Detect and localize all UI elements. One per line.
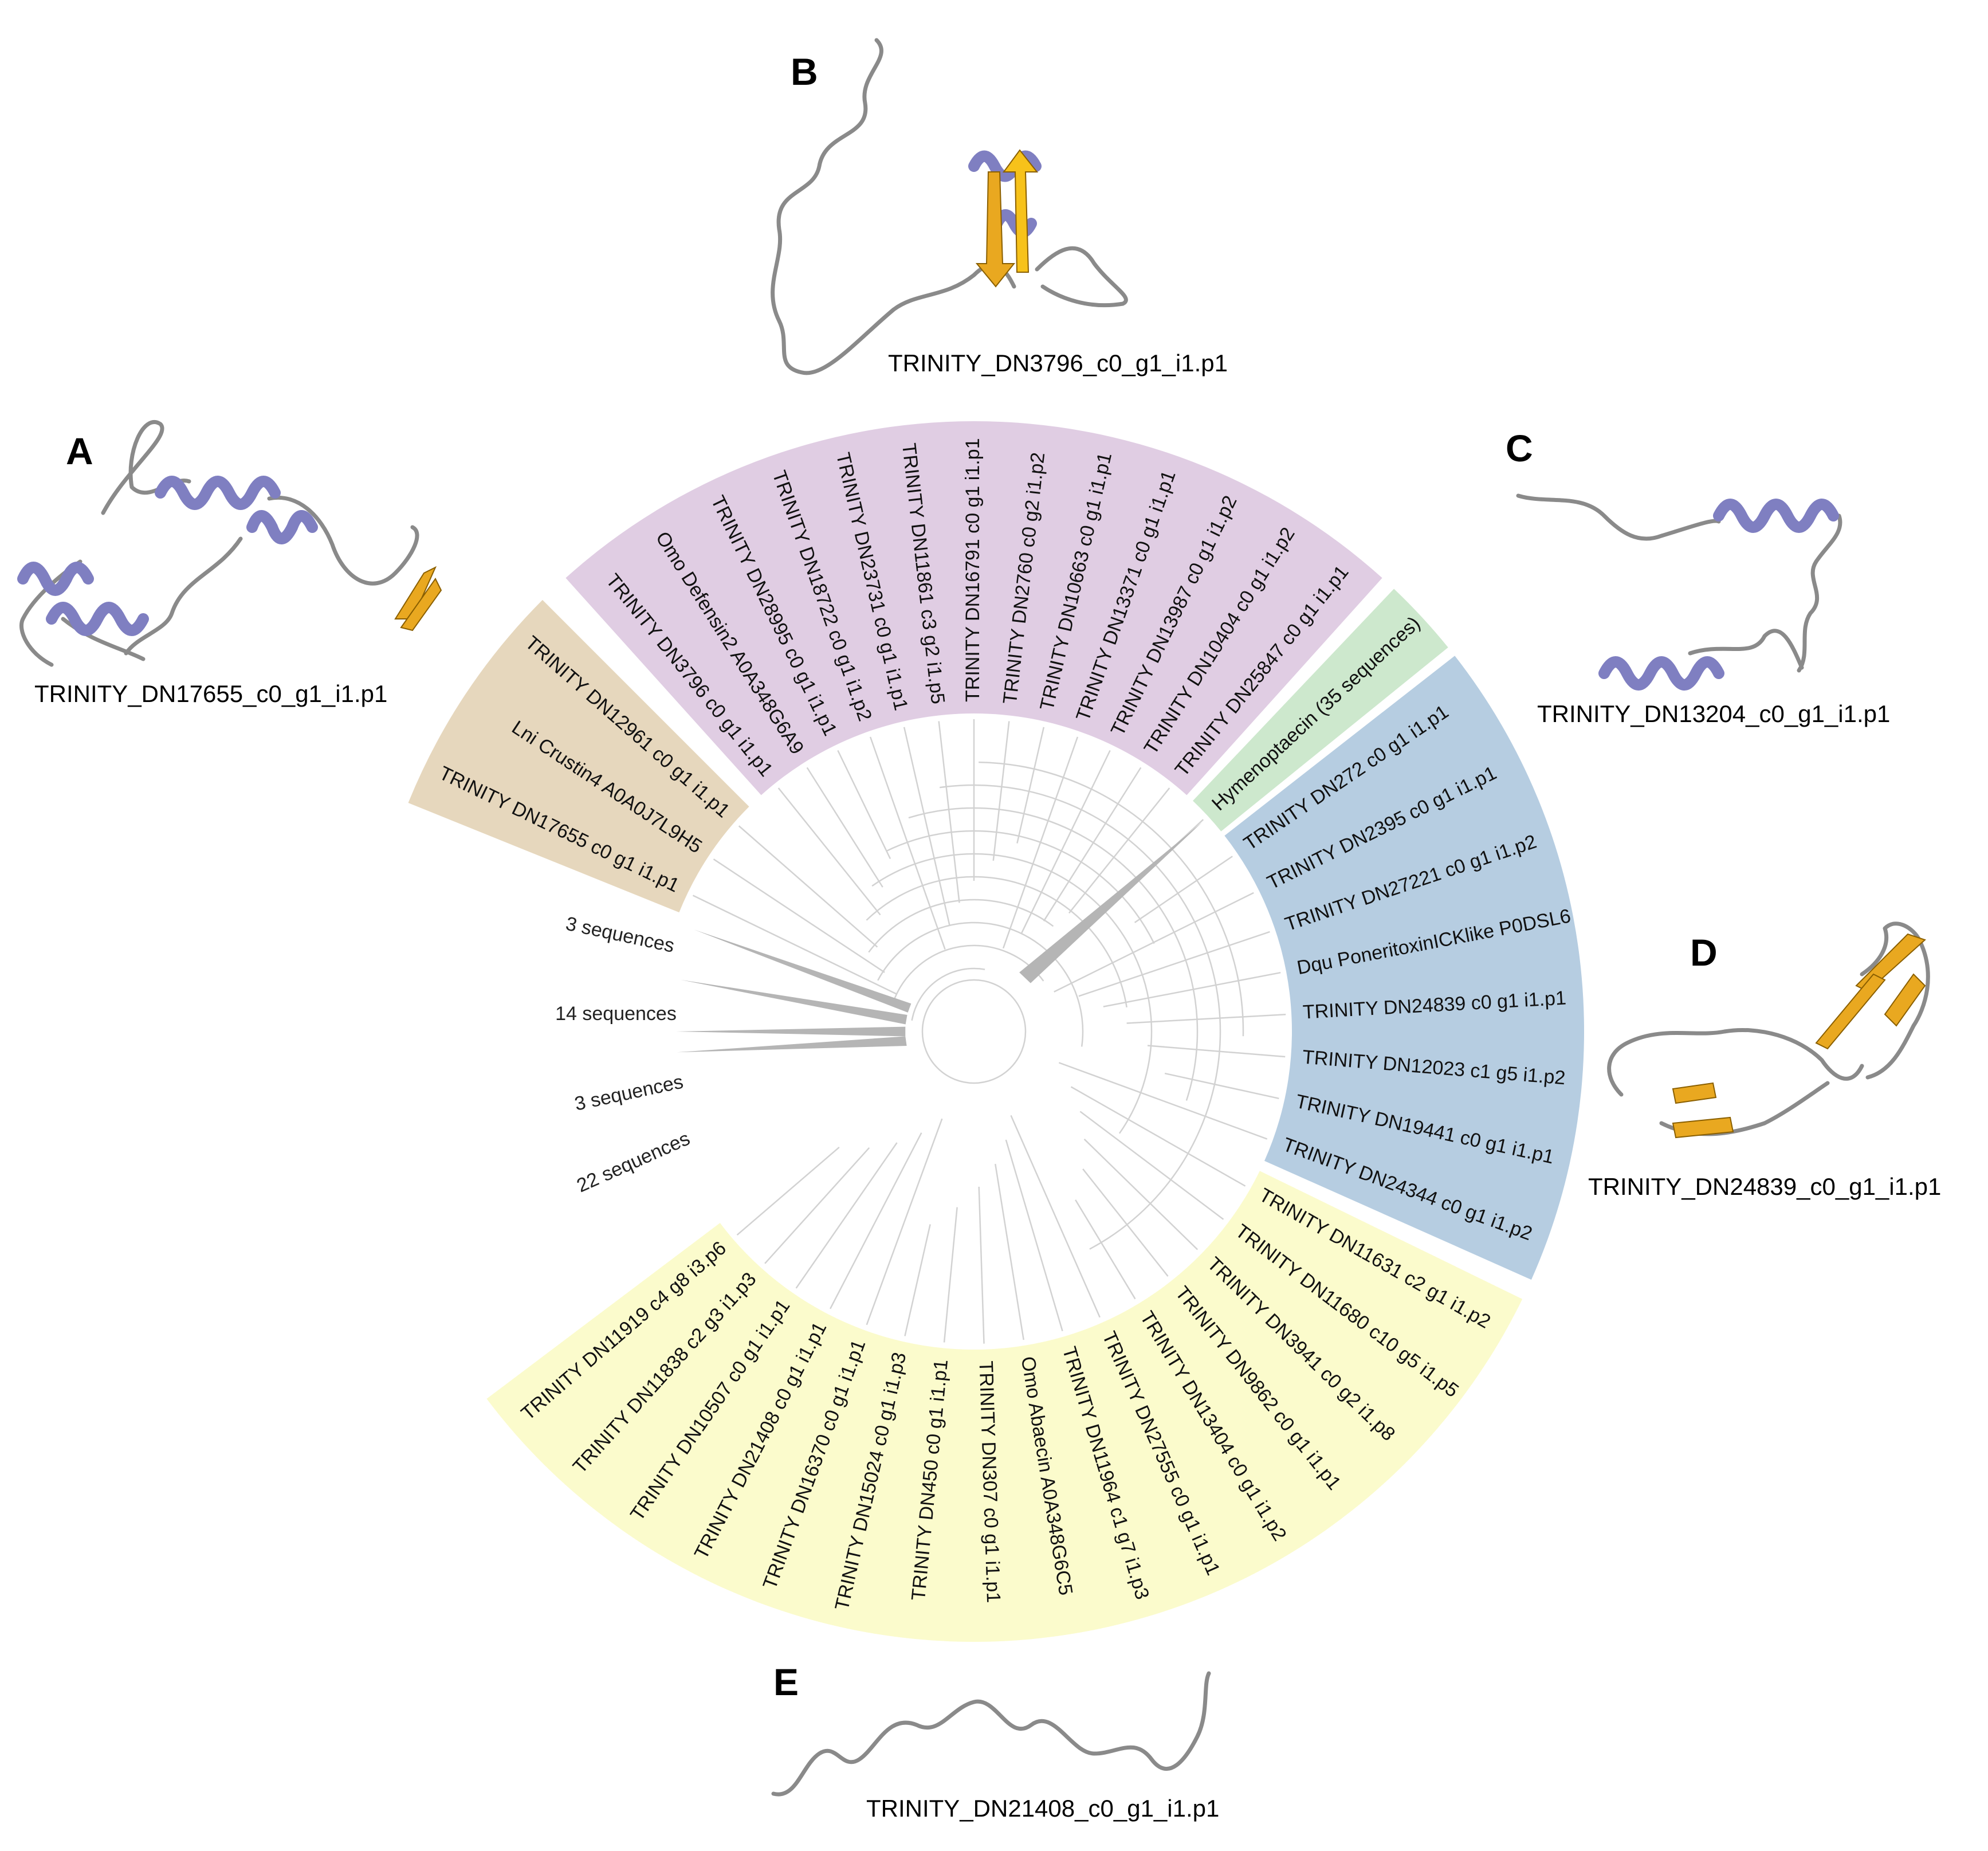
caption-b: TRINITY_DN3796_c0_g1_i1.p1 xyxy=(888,350,1228,377)
tree-branch xyxy=(871,853,1153,1134)
collapsed-clade-label: 14 sequences xyxy=(555,1003,677,1025)
tree-branch xyxy=(736,1147,840,1236)
tree-branches xyxy=(692,719,1286,1344)
clade-sector-purple xyxy=(565,421,1382,795)
tree-branch xyxy=(713,858,885,973)
tree-branch xyxy=(1075,1199,1136,1300)
clade-sector-tan xyxy=(408,599,749,913)
tree-branch xyxy=(904,1224,931,1336)
tree-branch xyxy=(1126,1014,1286,1024)
caption-a: TRINITY_DN17655_c0_g1_i1.p1 xyxy=(34,680,387,707)
tree-branch xyxy=(1005,1139,1063,1331)
panel-letter-c: C xyxy=(1506,427,1533,469)
tree-branch xyxy=(1021,750,1111,934)
leaf-label: TRINITY DN16791 c0 g1 i1.p1 xyxy=(962,438,984,703)
tree-branch xyxy=(1083,1138,1199,1250)
tree-branch xyxy=(830,1132,922,1309)
tree-branch xyxy=(903,727,950,927)
collapsed-clade-label: 22 sequences xyxy=(573,1128,693,1197)
tree-branch xyxy=(1082,1168,1169,1277)
panel-letter-d: D xyxy=(1690,931,1718,974)
tree-branch xyxy=(806,767,883,888)
collapsed-clade-label: 3 sequences xyxy=(572,1071,685,1115)
caption-c: TRINITY_DN13204_c0_g1_i1.p1 xyxy=(1537,700,1890,727)
tree-root xyxy=(921,979,1027,1084)
tree-branch xyxy=(938,721,960,903)
tree-branch xyxy=(1010,1115,1101,1318)
tree-branch xyxy=(868,899,1054,953)
tree-branch xyxy=(911,967,985,1021)
panel-letter-b: B xyxy=(791,50,818,93)
panel-letter-e: E xyxy=(773,1661,799,1703)
collapsed-clade-wedge xyxy=(677,1036,907,1053)
tree-branch xyxy=(764,1147,870,1264)
tree-branch xyxy=(979,761,1244,1037)
collapsed-clade-wedge xyxy=(676,1026,906,1037)
tree-branch xyxy=(837,750,891,860)
tree-branch xyxy=(692,895,897,995)
tree-branch xyxy=(866,1118,943,1325)
clade-sector-blue xyxy=(1224,656,1585,1280)
tree-branch xyxy=(891,944,1044,1004)
tree-branch xyxy=(886,830,1155,944)
clade-sector-green xyxy=(1193,589,1448,832)
tree-branch xyxy=(1016,727,1045,844)
collapsed-clade-wedge xyxy=(694,930,912,1013)
protein-structure-a xyxy=(17,420,442,667)
tree-branch xyxy=(777,787,881,916)
tree-branch xyxy=(1070,1086,1246,1187)
panel-letter-a: A xyxy=(66,430,93,472)
tree-branch xyxy=(1103,971,1281,1007)
tree-branch xyxy=(943,1207,958,1343)
tree-branch xyxy=(1078,931,1270,997)
tree-branch xyxy=(1164,1072,1279,1100)
tree-branch xyxy=(877,921,1084,1047)
tree-branch xyxy=(1068,787,1170,914)
protein-structure-c xyxy=(1516,493,1842,691)
collapsed-clade-wedge xyxy=(1019,822,1203,983)
tree-branch xyxy=(908,807,1199,1101)
protein-structure-d xyxy=(1607,921,1930,1139)
tree-branch xyxy=(992,721,1010,861)
tree-branch xyxy=(978,1186,985,1344)
clade-sectors xyxy=(408,421,1585,1642)
protein-structure-e xyxy=(771,1671,1211,1797)
tree-branch xyxy=(795,1142,898,1289)
tree-branch xyxy=(738,825,878,948)
clade-sector-yellow xyxy=(486,1171,1523,1642)
tree-branch xyxy=(1134,856,1233,923)
tree-branch xyxy=(1147,1045,1286,1058)
tree-branch xyxy=(869,736,946,950)
collapsed-clade-label: 3 sequences xyxy=(564,913,676,957)
tree-branch xyxy=(866,876,1127,1007)
tree-branch xyxy=(1058,1062,1268,1140)
tree-branch xyxy=(1043,767,1142,921)
tree-branch xyxy=(1079,1111,1224,1220)
caption-e: TRINITY_DN21408_c0_g1_i1.p1 xyxy=(866,1795,1219,1822)
tree-branch xyxy=(995,1163,1024,1340)
protein-structure-b xyxy=(771,38,1128,375)
tree-branch xyxy=(939,784,1221,1250)
caption-d: TRINITY_DN24839_c0_g1_i1.p1 xyxy=(1588,1173,1941,1200)
collapsed-clade-wedge xyxy=(680,979,907,1025)
